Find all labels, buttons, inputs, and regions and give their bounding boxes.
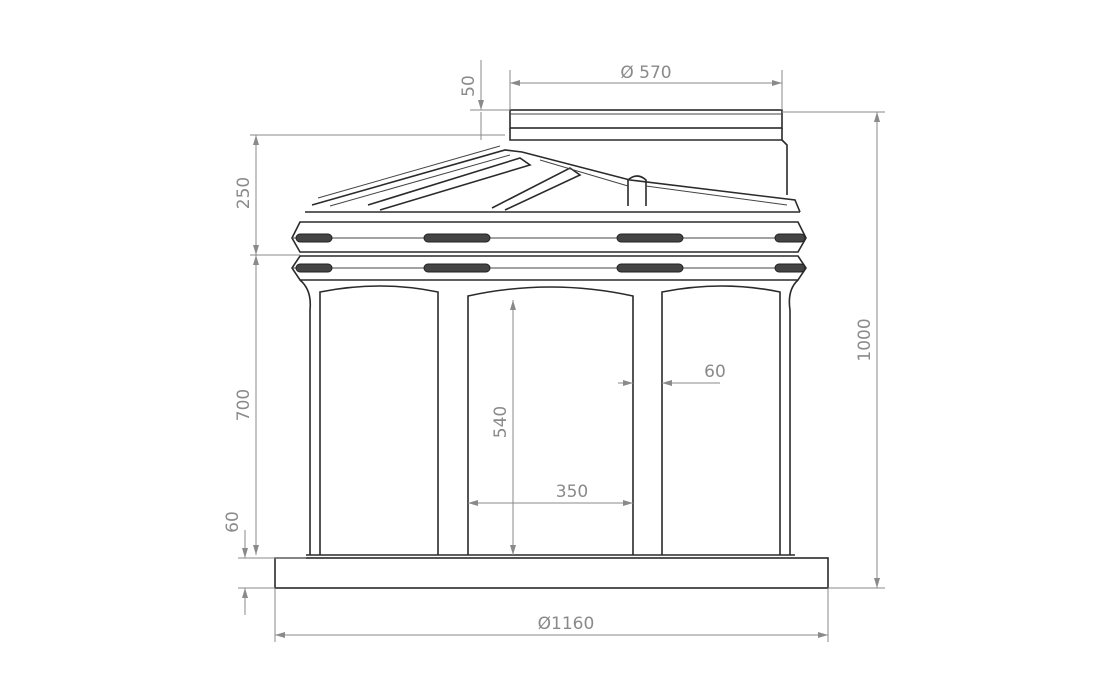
dim-total-height: 1000 — [855, 318, 875, 361]
dim-opening-width: 350 — [556, 482, 588, 502]
dim-top-diameter: Ø 570 — [620, 63, 671, 83]
body-openings — [299, 279, 799, 556]
dim-base-height: 60 — [223, 511, 243, 533]
roof — [305, 145, 801, 213]
dim-opening-height: 540 — [491, 406, 511, 438]
dim-collar-height: 50 — [459, 75, 479, 97]
dimension-lines — [238, 60, 885, 642]
dim-body-height: 700 — [234, 389, 254, 421]
top-collar — [509, 109, 788, 195]
dim-base-diameter: Ø1160 — [538, 614, 595, 634]
dim-roof-height: 250 — [234, 177, 254, 209]
rib-bands — [291, 221, 807, 281]
base-plate — [274, 557, 829, 589]
dim-column-width: 60 — [704, 362, 726, 382]
